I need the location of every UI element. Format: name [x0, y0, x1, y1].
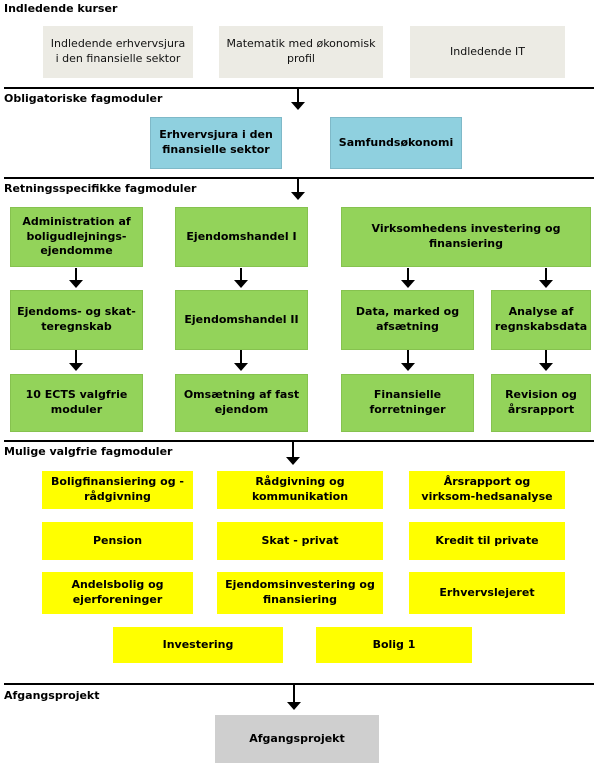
specific-module-box: Analyse af regnskabsdata [491, 290, 591, 350]
down-arrow [69, 268, 83, 288]
section-heading-final: Afgangsprojekt [4, 689, 100, 702]
specific-module-box: Revision og årsrapport [491, 374, 591, 432]
down-arrow [291, 88, 305, 110]
down-arrow [69, 350, 83, 371]
down-arrow [539, 350, 553, 371]
mandatory-module-box: Samfundsøkonomi [330, 117, 462, 169]
specific-module-box: Omsætning af fast ejendom [175, 374, 308, 432]
down-arrow [291, 178, 305, 200]
elective-module-box: Andelsbolig og ejerforeninger [42, 572, 193, 614]
section-divider [4, 87, 594, 89]
down-arrow [401, 268, 415, 288]
specific-module-box: Finansielle forretninger [341, 374, 474, 432]
elective-module-box: Erhvervslejeret [409, 572, 565, 614]
final-project-box: Afgangsprojekt [215, 715, 379, 763]
mandatory-module-box: Erhvervsjura i den finansielle sektor [150, 117, 282, 169]
down-arrow [539, 268, 553, 288]
intro-course-box: Indledende erhvervsjura i den finansiell… [43, 26, 193, 78]
down-arrow [234, 350, 248, 371]
specific-module-box: Virksomhedens investering og finansierin… [341, 207, 591, 267]
down-arrow [401, 350, 415, 371]
down-arrow [286, 441, 300, 465]
elective-module-box: Bolig 1 [316, 627, 472, 663]
elective-module-box: Ejendomsinvestering og finansiering [217, 572, 383, 614]
down-arrow [234, 268, 248, 288]
specific-module-box: Administration af boligudlejnings-ejendo… [10, 207, 143, 267]
section-heading-specific: Retningsspecifikke fagmoduler [4, 182, 197, 195]
specific-module-box: Ejendoms- og skat-teregnskab [10, 290, 143, 350]
specific-module-box: Data, marked og afsætning [341, 290, 474, 350]
elective-module-box: Pension [42, 522, 193, 560]
elective-module-box: Boligfinansiering og -rådgivning [42, 471, 193, 509]
section-divider [4, 440, 594, 442]
elective-module-box: Rådgivning og kommunikation [217, 471, 383, 509]
elective-module-box: Investering [113, 627, 283, 663]
down-arrow [287, 684, 301, 710]
elective-module-box: Kredit til private [409, 522, 565, 560]
elective-module-box: Årsrapport og virksom-hedsanalyse [409, 471, 565, 509]
specific-module-box: Ejendomshandel II [175, 290, 308, 350]
specific-module-box: Ejendomshandel I [175, 207, 308, 267]
section-divider [4, 683, 594, 685]
intro-course-box: Matematik med økonomisk profil [219, 26, 383, 78]
specific-module-box: 10 ECTS valgfrie moduler [10, 374, 143, 432]
intro-course-box: Indledende IT [410, 26, 565, 78]
elective-module-box: Skat - privat [217, 522, 383, 560]
section-heading-electives: Mulige valgfrie fagmoduler [4, 445, 173, 458]
section-divider [4, 177, 594, 179]
section-heading-intro: Indledende kurser [4, 2, 118, 15]
section-heading-mandatory: Obligatoriske fagmoduler [4, 92, 163, 105]
